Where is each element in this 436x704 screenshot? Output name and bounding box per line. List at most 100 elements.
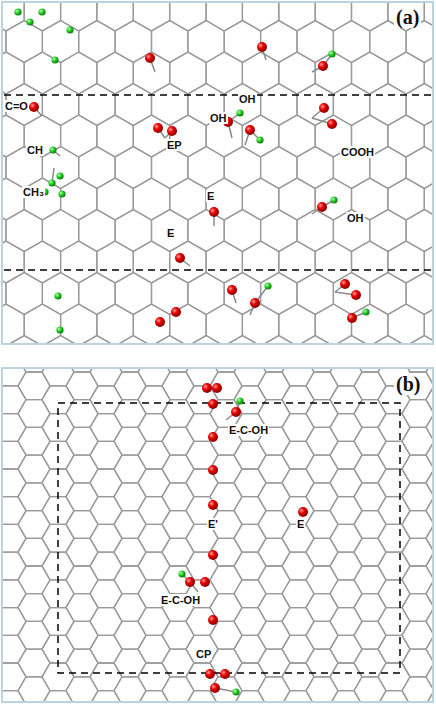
oxygen-atom xyxy=(202,383,212,393)
lattice-bond xyxy=(138,608,170,636)
group-label: CP xyxy=(195,648,212,660)
lattice-bond xyxy=(115,147,151,189)
lattice-bond xyxy=(18,538,50,566)
lattice-bond xyxy=(162,372,194,400)
lattice-bond xyxy=(261,336,297,344)
lattice-bond xyxy=(42,608,74,636)
lattice-bond xyxy=(282,635,314,663)
hydrogen-atom xyxy=(256,136,263,143)
oxygen-atom xyxy=(208,550,218,560)
lattice-bond xyxy=(279,115,315,157)
hydrogen-atom xyxy=(38,8,45,15)
lattice-bond xyxy=(378,635,410,663)
lattice-bond xyxy=(66,511,98,539)
group-label: OH xyxy=(209,112,228,124)
lattice-bond xyxy=(3,241,24,283)
lattice-bond xyxy=(6,336,42,344)
lattice-bond xyxy=(133,52,169,94)
lattice-bond xyxy=(115,336,151,344)
lattice-bond xyxy=(354,566,386,594)
lattice-bond xyxy=(354,538,386,566)
lattice-bond xyxy=(114,621,146,649)
lattice-bond xyxy=(330,469,362,497)
lattice-bond xyxy=(234,580,266,608)
oxygen-atom xyxy=(340,279,350,289)
lattice-bond xyxy=(258,538,290,566)
lattice-bond xyxy=(66,677,98,701)
group-label: OH xyxy=(346,212,365,224)
lattice-bond xyxy=(426,524,433,552)
lattice-bond xyxy=(3,497,26,525)
lattice-bond xyxy=(3,52,24,94)
lattice-bond xyxy=(90,469,122,497)
lattice-bond xyxy=(3,386,26,414)
group-label: E xyxy=(206,190,215,202)
lattice-bond xyxy=(170,52,206,94)
lattice-bond xyxy=(354,594,386,622)
lattice-bond xyxy=(162,511,194,539)
hydrogen-atom xyxy=(330,196,337,203)
lattice-bond xyxy=(378,414,410,442)
lattice-bond xyxy=(114,538,146,566)
lattice-bond xyxy=(90,386,122,414)
oxygen-atom xyxy=(208,465,218,475)
lattice-bond xyxy=(61,52,97,94)
lattice-bond xyxy=(282,608,314,636)
lattice-bond xyxy=(97,178,133,220)
lattice-bond xyxy=(170,304,206,343)
lattice-bond xyxy=(279,3,315,31)
lattice-bond xyxy=(258,372,290,400)
lattice-bond xyxy=(186,369,218,386)
oxygen-atom xyxy=(29,102,39,112)
oxygen-atom xyxy=(317,202,327,212)
lattice-bond xyxy=(234,552,266,580)
oxygen-atom xyxy=(209,207,219,217)
lattice-bond xyxy=(6,273,42,315)
lattice-bond xyxy=(258,677,290,701)
lattice-bond xyxy=(3,469,26,497)
lattice-bond xyxy=(258,511,290,539)
lattice-bond xyxy=(210,677,242,701)
lattice-bond xyxy=(330,414,362,442)
lattice-bond xyxy=(162,566,194,594)
lattice-bond xyxy=(333,210,369,252)
lattice-bond xyxy=(79,273,115,315)
lattice-bond xyxy=(66,538,98,566)
oxygen-atom xyxy=(200,577,210,587)
lattice-bond xyxy=(306,483,338,511)
lattice-bond xyxy=(42,147,78,189)
lattice-bond xyxy=(426,441,433,469)
lattice-bond xyxy=(315,241,351,283)
lattice-bond xyxy=(24,115,60,157)
lattice-bond xyxy=(333,273,369,315)
oxygen-atom xyxy=(319,103,329,113)
lattice-bond xyxy=(234,635,266,663)
lattice-bond xyxy=(424,3,433,31)
oxygen-atom xyxy=(185,577,195,587)
lattice-bond xyxy=(3,178,24,220)
lattice-bond xyxy=(188,147,224,189)
lattice-bond xyxy=(18,649,50,677)
lattice-bond xyxy=(18,427,50,455)
lattice-bond xyxy=(97,52,133,94)
lattice-bond xyxy=(162,538,194,566)
panel-label: (a) xyxy=(394,6,421,28)
lattice-bond xyxy=(133,178,169,220)
lattice-bond xyxy=(426,580,433,608)
lattice-bond xyxy=(330,552,362,580)
lattice-bond xyxy=(242,115,278,157)
lattice-bond xyxy=(330,635,362,663)
oxygen-atom xyxy=(208,615,218,625)
lattice-bond xyxy=(115,84,151,126)
lattice-bond xyxy=(426,608,433,636)
lattice-bond xyxy=(3,524,26,552)
hydrogen-atom xyxy=(328,50,335,57)
lattice-bond xyxy=(306,566,338,594)
lattice-bond xyxy=(354,511,386,539)
lattice-bond xyxy=(61,115,97,157)
lattice-bond xyxy=(426,635,433,663)
oxygen-atom xyxy=(257,42,267,52)
lattice-bond xyxy=(18,594,50,622)
lattice-bond xyxy=(186,635,218,663)
lattice-bond xyxy=(297,84,333,126)
